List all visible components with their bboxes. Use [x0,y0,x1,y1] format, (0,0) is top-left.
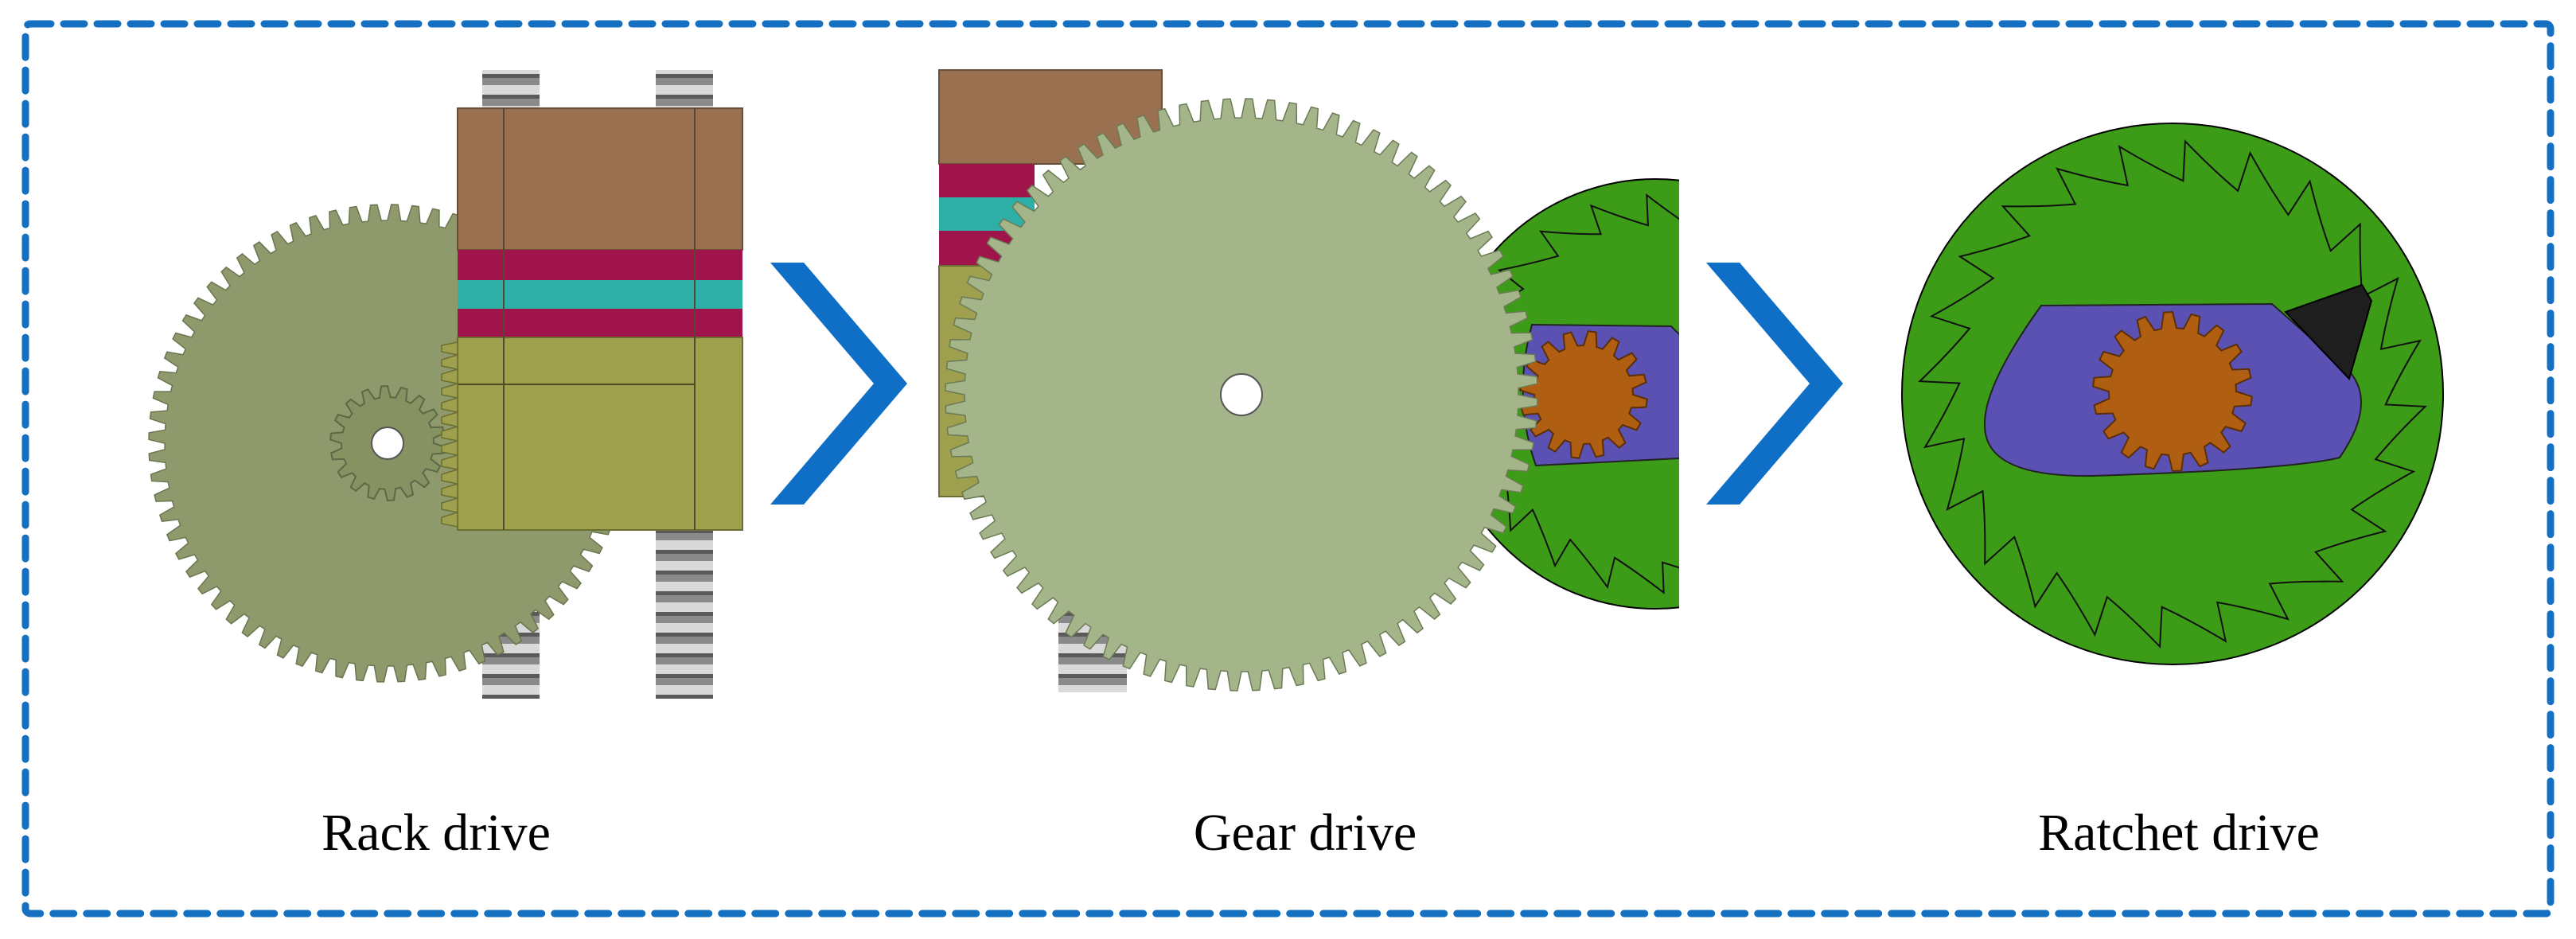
spring-top-left [482,70,540,111]
gear-shaft-hole [1220,373,1263,416]
ratchet-teeth [1918,139,2427,649]
caption-gear-drive: Gear drive [1194,804,1417,862]
rack-teeth [441,341,458,528]
spring-bottom-right [656,525,713,699]
caption-rack-drive: Rack drive [322,804,551,862]
rack-drive-mechanism [148,70,743,699]
gear-drive-mechanism [938,69,1679,692]
pinion-gear [2092,310,2253,473]
rack-block [441,107,743,531]
caption-ratchet-drive: Ratchet drive [2038,804,2320,862]
spring-top-right [656,70,713,111]
gear-shaft-hole [371,427,404,460]
ratchet-drive-mechanism [1901,123,2444,665]
chevron-right-icon [770,263,907,505]
ratchet-pawl [2284,283,2373,380]
chevron-right-icon [1706,263,1843,505]
ratchet-wheel-partial [1440,178,1679,610]
dashed-frame [21,20,2555,918]
